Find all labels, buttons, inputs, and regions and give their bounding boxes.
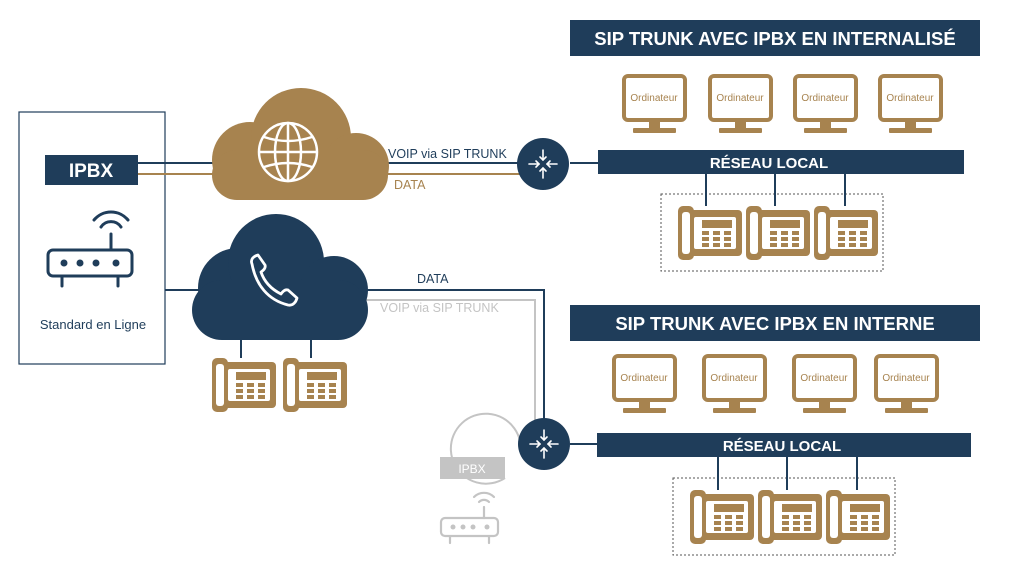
section-title: SIP TRUNK AVEC IPBX EN INTERNALISÉ bbox=[594, 28, 955, 49]
standard-label: Standard en Ligne bbox=[40, 317, 146, 332]
computer-icon: Ordinateur bbox=[874, 354, 939, 413]
computer-icon: Ordinateur bbox=[793, 74, 858, 133]
telephony-cloud bbox=[192, 214, 368, 340]
section-title-bar bbox=[570, 305, 980, 341]
data-link-bottom bbox=[350, 289, 545, 425]
local-ipbx-loop bbox=[449, 412, 521, 485]
computer-icon: Ordinateur bbox=[622, 74, 687, 133]
computer-label: Ordinateur bbox=[800, 373, 848, 384]
data-label-bottom: DATA bbox=[417, 272, 449, 286]
voip-label-top: VOIP via SIP TRUNK bbox=[388, 147, 507, 161]
router-icon-top bbox=[517, 138, 569, 190]
desk-phone-icon bbox=[678, 206, 742, 260]
desk-phone-icon bbox=[690, 490, 754, 544]
section-title-bar bbox=[570, 20, 980, 56]
section-interne: SIP TRUNK AVEC IPBX EN INTERNE Ordinateu… bbox=[570, 305, 980, 556]
phone-handset-icon bbox=[250, 253, 299, 307]
computer-label: Ordinateur bbox=[630, 93, 678, 104]
computer-label: Ordinateur bbox=[716, 93, 764, 104]
computer-icon: Ordinateur bbox=[708, 74, 773, 133]
ipbx-label: IPBX bbox=[69, 161, 114, 182]
router-icon-bottom bbox=[518, 418, 570, 470]
local-network-bar bbox=[598, 150, 964, 174]
local-router-leds bbox=[450, 524, 490, 530]
wifi-router-icon bbox=[46, 210, 134, 288]
desk-phone-icon bbox=[826, 490, 890, 544]
desk-phone-icon bbox=[283, 358, 347, 412]
voip-link-bottom bbox=[350, 299, 536, 425]
section-title: SIP TRUNK AVEC IPBX EN INTERNE bbox=[615, 313, 934, 334]
local-ipbx-label: IPBX bbox=[458, 462, 485, 476]
standard-panel bbox=[18, 111, 166, 365]
desk-phone-icon bbox=[814, 206, 878, 260]
local-network-label: RÉSEAU LOCAL bbox=[723, 438, 841, 455]
desk-phone-icon bbox=[758, 490, 822, 544]
computer-label: Ordinateur bbox=[801, 93, 849, 104]
local-network-label: RÉSEAU LOCAL bbox=[710, 155, 828, 172]
computer-label: Ordinateur bbox=[886, 93, 934, 104]
section-internalise: SIP TRUNK AVEC IPBX EN INTERNALISÉ Ordin… bbox=[570, 20, 980, 272]
voip-label-bottom: VOIP via SIP TRUNK bbox=[380, 301, 499, 315]
data-label-top: DATA bbox=[394, 178, 426, 192]
computer-icon: Ordinateur bbox=[612, 354, 677, 413]
phone-group bbox=[660, 193, 884, 272]
ipbx-box: IPBX bbox=[45, 155, 138, 185]
computer-icon: Ordinateur bbox=[792, 354, 857, 413]
desk-phone-icon bbox=[746, 206, 810, 260]
wifi-router-icon bbox=[439, 491, 500, 545]
desk-phone-icon bbox=[212, 358, 276, 412]
globe-icon bbox=[257, 121, 319, 183]
computer-icon: Ordinateur bbox=[702, 354, 767, 413]
router-leds bbox=[60, 259, 120, 267]
computer-icon: Ordinateur bbox=[878, 74, 943, 133]
computer-label: Ordinateur bbox=[620, 373, 668, 384]
computer-label: Ordinateur bbox=[710, 373, 758, 384]
local-ipbx-box bbox=[440, 457, 505, 479]
local-network-bar bbox=[597, 433, 971, 457]
phone-group bbox=[672, 477, 896, 556]
computer-label: Ordinateur bbox=[882, 373, 930, 384]
